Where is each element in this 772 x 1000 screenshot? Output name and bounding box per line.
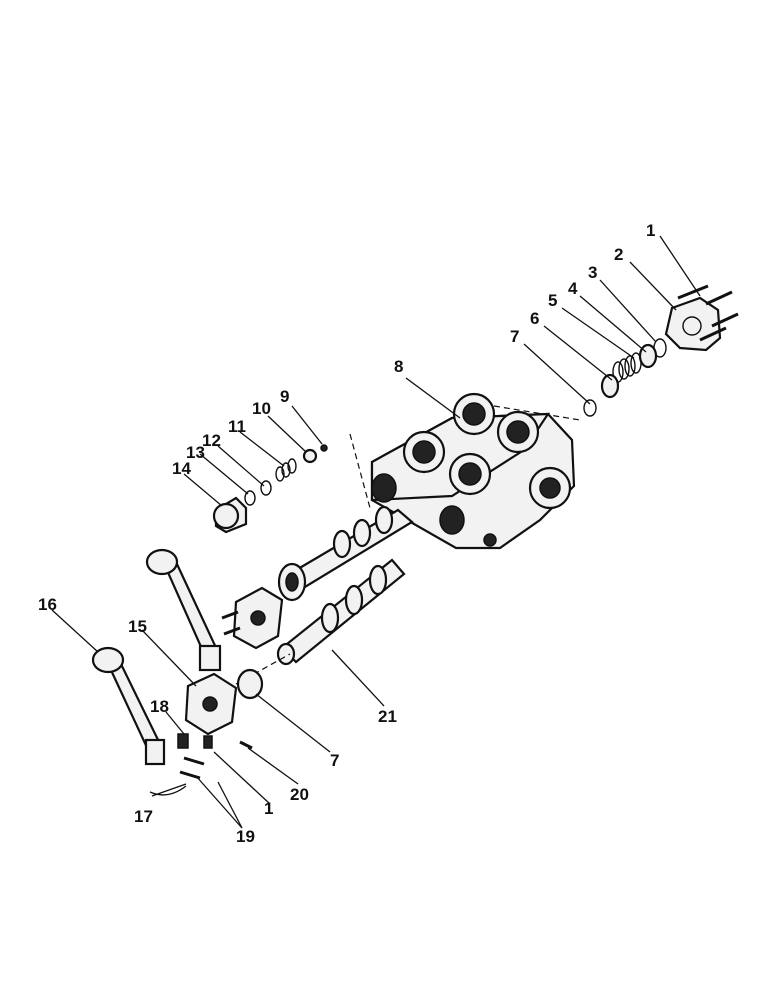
poppet bbox=[302, 448, 318, 464]
cap-bolt bbox=[705, 290, 733, 306]
upper-spool bbox=[277, 505, 414, 602]
relief-valve-group bbox=[212, 444, 328, 534]
spool-bore bbox=[439, 505, 465, 535]
callout-11: 11 bbox=[228, 417, 246, 436]
lever-knob bbox=[91, 646, 125, 674]
callout-9: 9 bbox=[280, 387, 289, 406]
callout-10: 10 bbox=[252, 399, 271, 418]
callout-2: 2 bbox=[614, 245, 623, 264]
spool-bore bbox=[371, 473, 397, 503]
retainer bbox=[600, 373, 620, 399]
callout-8: 8 bbox=[394, 357, 403, 376]
cap-bolt bbox=[699, 326, 727, 342]
ball bbox=[320, 444, 328, 452]
cap-bolt bbox=[711, 312, 739, 328]
callout-1: 1 bbox=[646, 221, 655, 240]
lever-clevis bbox=[198, 644, 222, 672]
end-cap-plate bbox=[664, 296, 722, 352]
mount-stud bbox=[483, 533, 497, 547]
control-lever bbox=[164, 560, 220, 660]
cotter-pin bbox=[183, 756, 205, 766]
callout-17: 17 bbox=[134, 807, 153, 826]
callout-7: 7 bbox=[510, 327, 519, 346]
valve-body bbox=[370, 392, 576, 550]
spool-end bbox=[276, 642, 296, 666]
cap-bolt bbox=[677, 284, 709, 300]
lever-clevis bbox=[144, 738, 166, 766]
end-cap-group bbox=[583, 284, 739, 417]
callout-18: 18 bbox=[150, 697, 169, 716]
link-pin bbox=[177, 733, 189, 749]
upper-handle-assembly bbox=[145, 548, 284, 672]
relief-spring bbox=[275, 458, 297, 482]
lever-knob bbox=[145, 548, 179, 576]
relief-plug bbox=[212, 496, 248, 534]
callout-6: 6 bbox=[530, 309, 539, 328]
o-ring bbox=[236, 668, 264, 700]
callout-17-bracket bbox=[149, 785, 187, 796]
callout-1-lower: 1 bbox=[264, 799, 273, 818]
lower-handle-assembly bbox=[91, 646, 264, 780]
o-ring bbox=[583, 399, 597, 417]
callout-14: 14 bbox=[172, 459, 191, 478]
assembly-line bbox=[493, 405, 581, 421]
callout-12: 12 bbox=[202, 431, 221, 450]
callout-3: 3 bbox=[588, 263, 597, 282]
spring-pin bbox=[239, 740, 253, 750]
callout-5: 5 bbox=[548, 291, 557, 310]
callout-labels: 1 2 3 4 5 6 7 8 9 10 11 12 13 14 15 16 1… bbox=[38, 221, 655, 846]
callout-19: 19 bbox=[236, 827, 255, 846]
callout-7-lower: 7 bbox=[330, 751, 339, 770]
o-ring bbox=[244, 490, 256, 506]
callout-13: 13 bbox=[186, 443, 205, 462]
callout-4: 4 bbox=[568, 279, 578, 298]
callout-15: 15 bbox=[128, 617, 147, 636]
callout-16: 16 bbox=[38, 595, 57, 614]
callout-21: 21 bbox=[378, 707, 397, 726]
assembly-line bbox=[349, 433, 371, 509]
spring bbox=[612, 352, 642, 383]
lower-spool bbox=[276, 558, 406, 666]
spring-pin bbox=[203, 735, 213, 749]
end-cap-boss bbox=[682, 316, 702, 336]
shim bbox=[260, 480, 272, 496]
leader-lines bbox=[51, 235, 701, 829]
callout-20: 20 bbox=[290, 785, 309, 804]
